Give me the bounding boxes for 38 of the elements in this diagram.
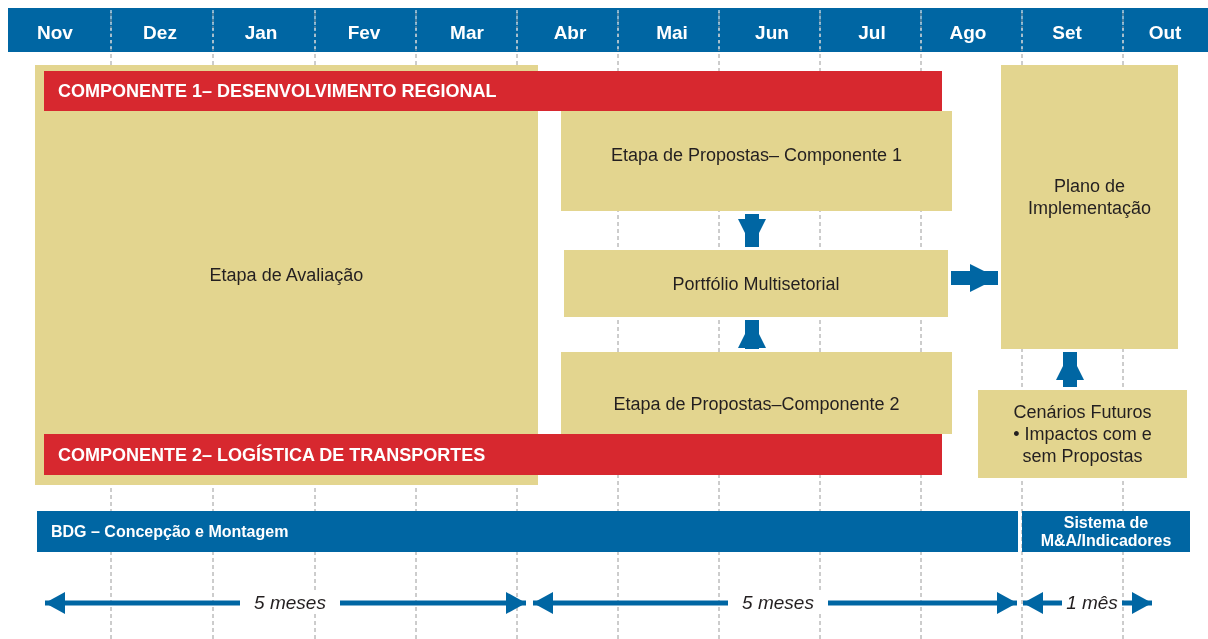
component-bar xyxy=(44,71,942,111)
month-label: Set xyxy=(1051,22,1083,44)
phase-label: Cenários Futuros xyxy=(1013,401,1152,423)
month-label: Jan xyxy=(243,22,279,44)
bullet-text: • Impactos com e sem Propostas xyxy=(1012,423,1153,467)
month-label: Abr xyxy=(552,22,588,44)
phase-box xyxy=(564,250,948,317)
bar-label: BDG – Concepção e Montagem xyxy=(51,522,289,541)
component-bar xyxy=(44,434,942,475)
duration-label: 5 meses xyxy=(728,592,828,614)
month-label: Fev xyxy=(346,22,382,44)
month-label: Jul xyxy=(857,22,887,44)
month-label: Nov xyxy=(36,22,74,44)
month-label: Out xyxy=(1147,22,1183,44)
phase-label: Etapa de Avaliação xyxy=(209,264,364,286)
block-arrow xyxy=(951,264,998,292)
phase-label: Etapa de Propostas– Componente 1 xyxy=(610,144,903,166)
month-label: Ago xyxy=(948,22,988,44)
component-title: COMPONENTE 2– LOGÍSTICA DE TRANSPORTES xyxy=(58,443,486,466)
phase-label: Plano de Implementação xyxy=(1026,175,1153,219)
block-arrow xyxy=(738,214,766,247)
month-label: Jun xyxy=(754,22,790,44)
month-label: Mai xyxy=(655,22,689,44)
component-title: COMPONENTE 1– DESENVOLVIMENTO REGIONAL xyxy=(58,80,497,102)
phase-box xyxy=(561,352,952,434)
duration-label: 5 meses xyxy=(240,592,340,614)
bar-label: Sistema de M&A/Indicadores xyxy=(1039,513,1173,550)
phase-label: Etapa de Propostas–Componente 2 xyxy=(613,393,900,415)
timeline-bar xyxy=(37,511,1018,552)
month-label: Dez xyxy=(142,22,178,44)
month-label: Mar xyxy=(449,22,485,44)
phase-label: Portfólio Multisetorial xyxy=(672,272,840,295)
timeline-bar xyxy=(1022,511,1190,552)
block-arrow xyxy=(738,320,766,349)
phase-box xyxy=(561,111,952,211)
phase-box xyxy=(1001,65,1178,349)
phase-box xyxy=(978,390,1187,478)
block-arrow xyxy=(1056,352,1084,387)
